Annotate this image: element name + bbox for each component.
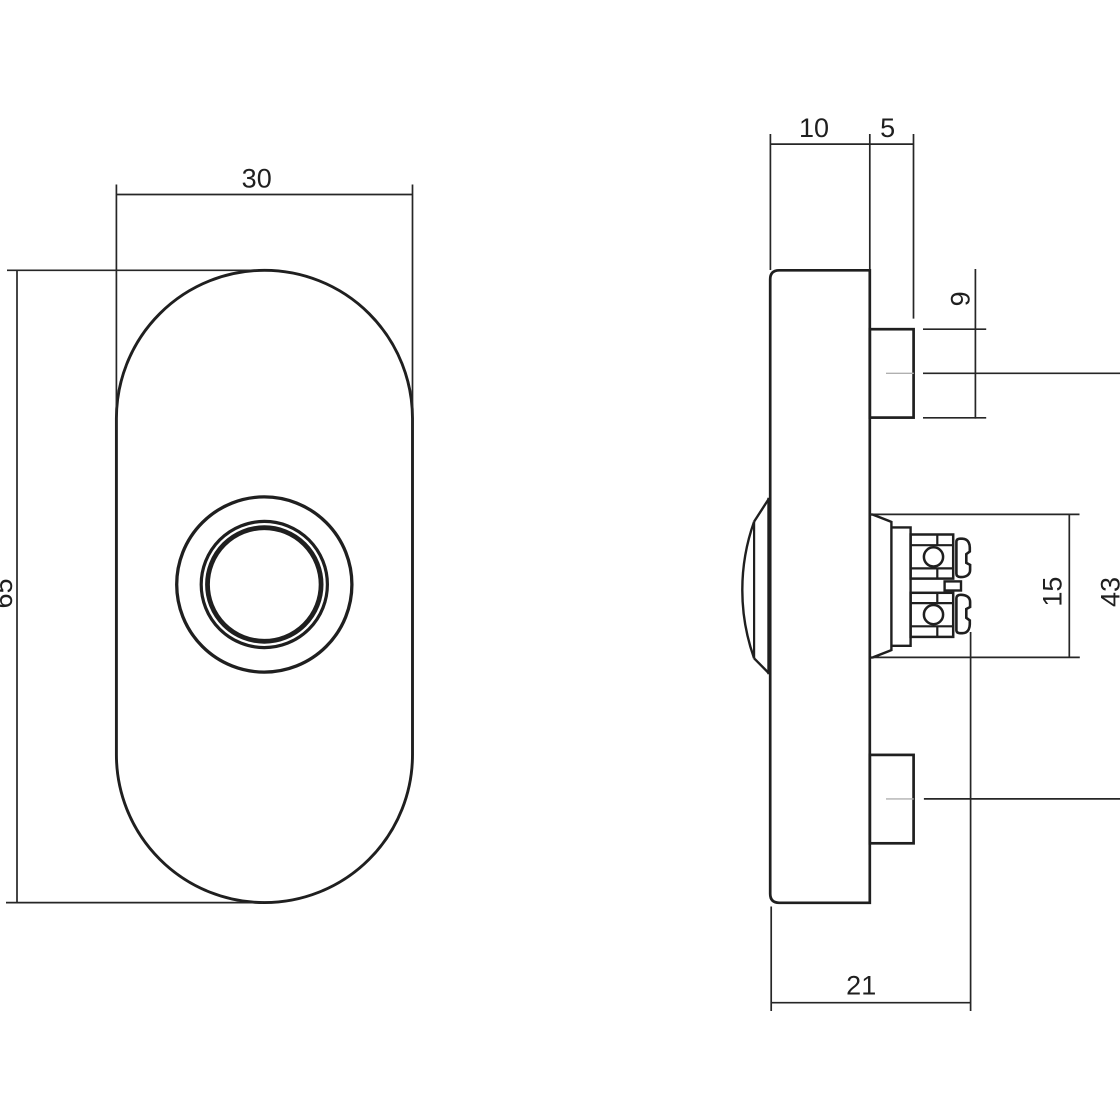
svg-text:10: 10: [799, 113, 829, 143]
svg-text:30: 30: [242, 163, 272, 193]
svg-text:5: 5: [880, 113, 895, 143]
svg-text:9: 9: [945, 291, 975, 306]
svg-text:15: 15: [1038, 577, 1068, 607]
svg-text:21: 21: [846, 971, 876, 1001]
svg-text:65: 65: [0, 578, 18, 608]
svg-text:43: 43: [1096, 577, 1120, 607]
